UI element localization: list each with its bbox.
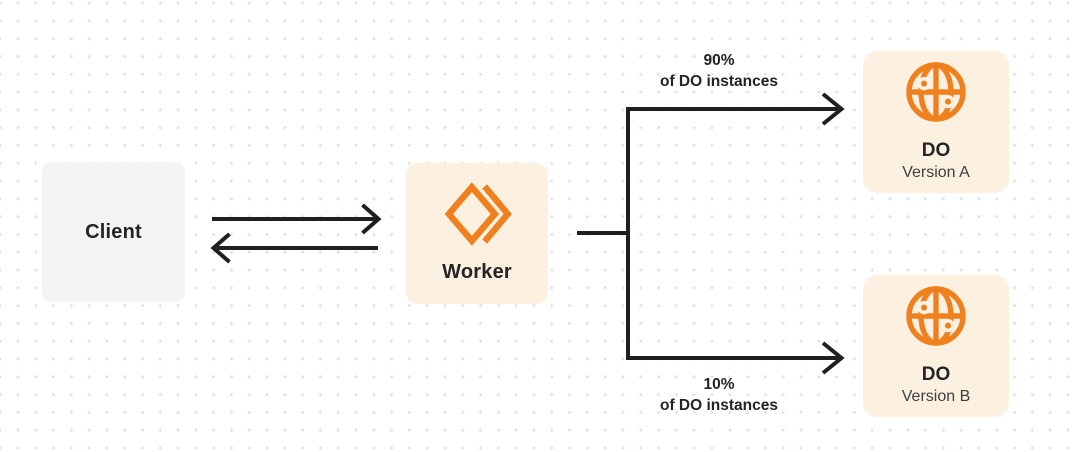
- branch-bottom-arrowhead: [821, 341, 845, 375]
- globe-icon: [906, 62, 966, 122]
- worker-node: Worker: [406, 163, 548, 304]
- traffic-split-label-10: 10% of DO instances: [609, 374, 829, 416]
- traffic-10-percent: 10%: [703, 376, 735, 393]
- traffic-90-percent: 90%: [703, 52, 735, 69]
- cloudflare-workers-icon: [444, 182, 512, 246]
- do-version-a-node: DO Version A: [863, 51, 1009, 193]
- client-node: Client: [42, 162, 185, 302]
- traffic-10-caption: of DO instances: [660, 397, 778, 414]
- client-to-worker-arrowhead: [361, 203, 382, 235]
- do-a-title: DO: [921, 140, 951, 161]
- traffic-split-label-90: 90% of DO instances: [609, 50, 829, 92]
- do-version-b-node: DO Version B: [863, 275, 1009, 417]
- client-label: Client: [85, 220, 142, 243]
- traffic-90-caption: of DO instances: [660, 73, 778, 90]
- globe-icon: [906, 286, 966, 346]
- do-a-subtitle: Version A: [902, 164, 970, 181]
- do-b-subtitle: Version B: [901, 388, 971, 405]
- worker-to-client-arrowhead: [210, 232, 231, 264]
- do-b-title: DO: [921, 364, 951, 385]
- worker-label: Worker: [442, 261, 512, 283]
- branch-line: [626, 107, 838, 360]
- branch-top-arrowhead: [821, 92, 845, 126]
